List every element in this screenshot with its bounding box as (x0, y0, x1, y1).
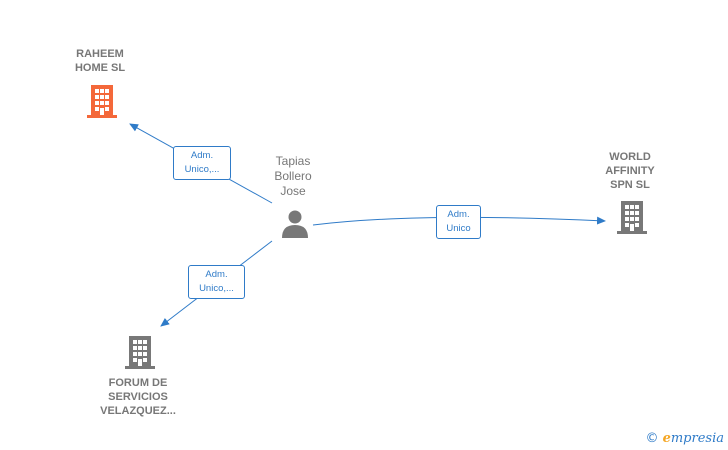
company-name-line: SPN SL (610, 179, 650, 191)
edge-label-line: Unico,... (199, 283, 234, 294)
person-name-line: Jose (280, 184, 306, 198)
company-name-world-affinity[interactable]: WORLD AFFINITY SPN SL (590, 150, 670, 192)
building-icon[interactable] (124, 335, 156, 369)
company-name-line: RAHEEM (76, 48, 124, 60)
brand-rest: mpresia (670, 431, 724, 446)
brand-initial: e (662, 431, 671, 446)
edge-label-world[interactable]: Adm. Unico (436, 205, 481, 239)
building-icon[interactable] (86, 84, 118, 118)
edge-label-forum[interactable]: Adm. Unico,... (188, 265, 245, 299)
person-name-tapias-bollero[interactable]: Tapias Bollero Jose (263, 154, 323, 199)
company-name-line: VELAZQUEZ... (100, 405, 176, 417)
company-name-line: FORUM DE (108, 377, 168, 389)
company-name-raheem-home[interactable]: RAHEEM HOME SL (55, 47, 145, 75)
empresia-watermark: © empresia (645, 431, 724, 446)
company-name-line: SERVICIOS (108, 391, 168, 403)
edge-label-line: Unico,... (184, 164, 220, 175)
person-name-line: Bollero (274, 169, 312, 183)
building-icon[interactable] (616, 200, 648, 234)
company-name-line: AFFINITY (605, 165, 655, 177)
copyright-icon: © (645, 431, 659, 446)
person-name-line: Tapias (275, 154, 311, 168)
edge-label-line: Adm. (205, 269, 228, 280)
person-icon[interactable] (280, 209, 310, 239)
edge-label-line: Adm. (447, 209, 470, 220)
company-name-forum-servicios[interactable]: FORUM DE SERVICIOS VELAZQUEZ... (88, 376, 188, 418)
company-name-line: WORLD (609, 151, 651, 163)
company-name-line: HOME SL (74, 62, 126, 74)
edge-label-line: Unico (446, 223, 471, 234)
edge-label-raheem[interactable]: Adm. Unico,... (173, 146, 231, 180)
edge-label-line: Adm. (190, 150, 214, 161)
